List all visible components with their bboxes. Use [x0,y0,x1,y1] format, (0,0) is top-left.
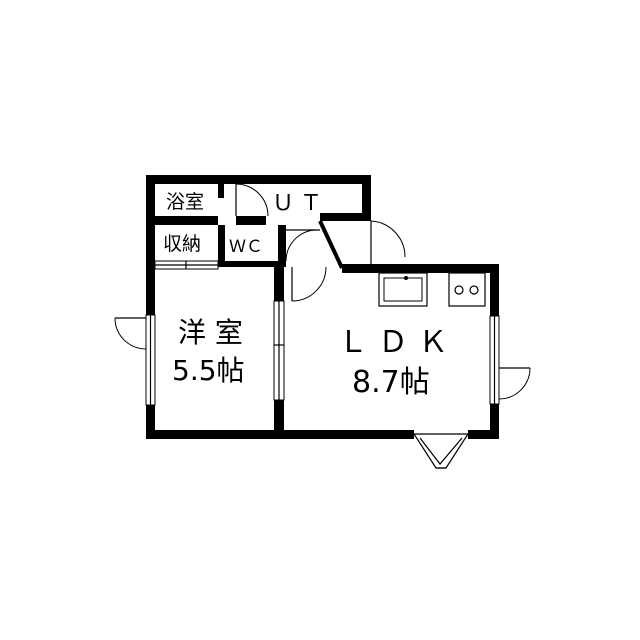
western-room-size: 5.5帖 [172,354,245,387]
ldk-size: 8.7帖 [352,365,430,400]
bay-window-icon [412,433,470,469]
interior-walls [146,184,286,439]
bath-label: 浴室 [166,191,204,213]
ut-label: ＵＴ [272,191,328,216]
western-room-name: 洋 室 [178,316,243,349]
door-swing-icon [114,183,531,400]
ldk-name: ＬＤＫ [338,325,458,360]
window-icon [145,260,500,406]
sink-icon [378,272,428,307]
closet-label: 収納 [163,233,201,255]
wc-label: ＷＣ [229,237,263,257]
stove-icon [448,272,486,307]
